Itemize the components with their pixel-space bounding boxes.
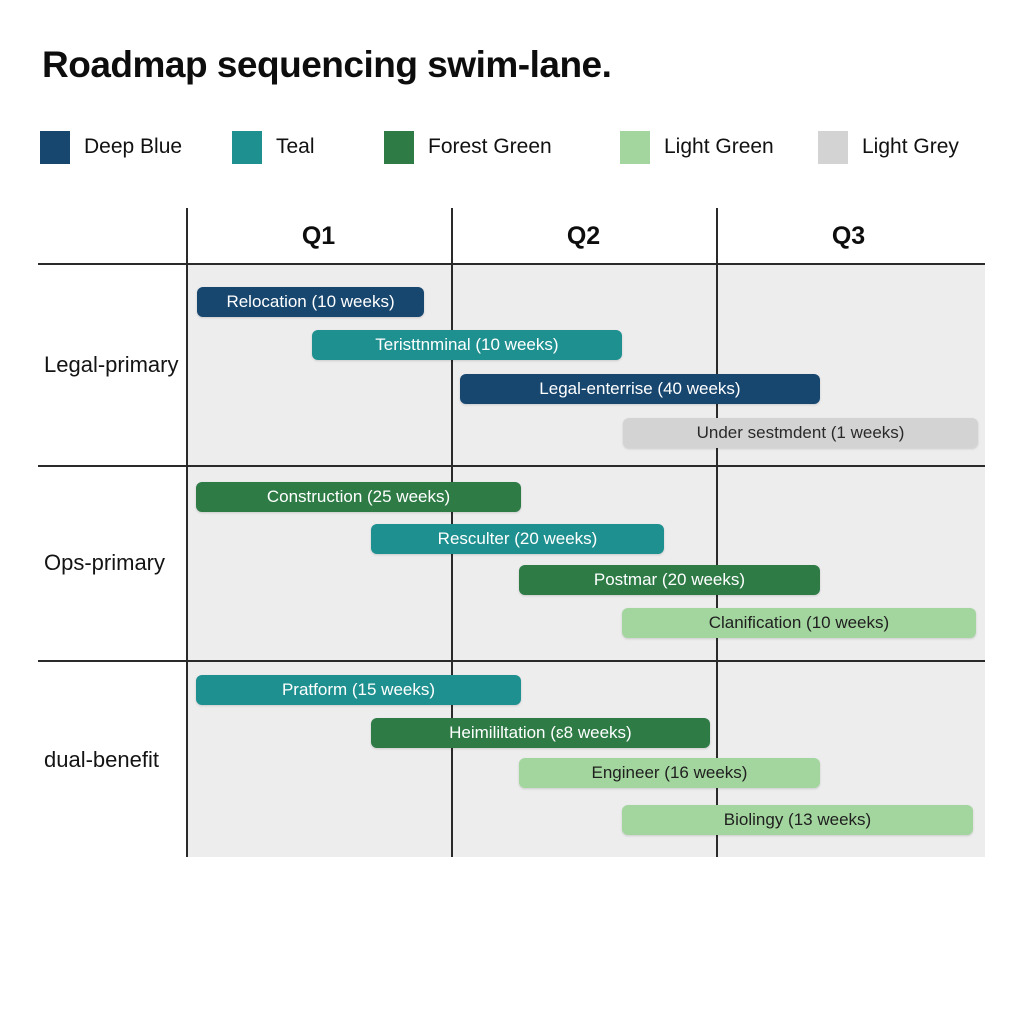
task-bar-clanification: Clanification (10 weeks) bbox=[621, 608, 976, 638]
task-bar-label: Legal-enterrise (40 weeks) bbox=[539, 379, 741, 398]
task-bar-pratform: Pratform (15 weeks) bbox=[196, 675, 521, 705]
task-bar-label: Teristtnminal (10 weeks) bbox=[375, 335, 559, 354]
lane-separator-line-2 bbox=[38, 660, 985, 662]
task-bar-resculter: Resculter (20 weeks) bbox=[370, 524, 665, 554]
legend-swatch-deep_blue bbox=[40, 130, 70, 164]
gridline-vertical-1 bbox=[186, 208, 188, 857]
task-bar-biolingy: Biolingy (13 weeks) bbox=[621, 805, 974, 835]
legend-item-light_grey: Light Grey bbox=[818, 130, 959, 164]
task-bar-engineer: Engineer (16 weeks) bbox=[519, 758, 820, 788]
lane-label-legal-primary: Legal-primary bbox=[44, 352, 179, 377]
header-separator-line bbox=[38, 263, 985, 265]
column-header-q3: Q3 bbox=[831, 222, 866, 250]
legend-swatch-teal bbox=[232, 130, 262, 164]
column-header-q1: Q1 bbox=[301, 222, 336, 250]
legend-label-light_green: Light Green bbox=[664, 135, 774, 158]
legend-item-forest_green: Forest Green bbox=[384, 130, 552, 164]
task-bar-label: Relocation (10 weeks) bbox=[226, 292, 395, 311]
task-bar-legal-enterrise: Legal-enterrise (40 weeks) bbox=[460, 374, 820, 404]
task-bar-label: Postmar (20 weeks) bbox=[593, 570, 746, 589]
legend-item-light_green: Light Green bbox=[620, 130, 774, 164]
page-title: Roadmap sequencing swim-lane. bbox=[42, 44, 612, 85]
lane-label-dual-benefit: dual-benefit bbox=[44, 747, 159, 772]
task-bar-under-sestmdent: Under sestmdent (1 weeks) bbox=[622, 418, 979, 448]
lane-label-ops-primary: Ops-primary bbox=[44, 550, 166, 575]
task-bar-label: Clanification (10 weeks) bbox=[708, 613, 890, 632]
task-bar-teristtnminal: Teristtnminal (10 weeks) bbox=[311, 330, 622, 360]
task-bar-relocation: Relocation (10 weeks) bbox=[196, 287, 425, 317]
legend-swatch-light_grey bbox=[818, 130, 848, 164]
task-bar-label: Construction (25 weeks) bbox=[266, 487, 451, 506]
legend-swatch-light_green bbox=[620, 130, 650, 164]
task-bar-label: Resculter (20 weeks) bbox=[437, 529, 598, 548]
legend-swatch-forest_green bbox=[384, 130, 414, 164]
legend-label-teal: Teal bbox=[276, 135, 315, 158]
legend-label-forest_green: Forest Green bbox=[428, 135, 552, 158]
task-bar-construction: Construction (25 weeks) bbox=[196, 482, 521, 512]
legend-item-teal: Teal bbox=[232, 130, 315, 164]
task-bar-label: Engineer (16 weeks) bbox=[591, 763, 748, 782]
task-bar-heimililtation: Heimililtation (ɛ8 weeks) bbox=[370, 718, 710, 748]
lane-separator-line-1 bbox=[38, 465, 985, 467]
gridline-vertical-3 bbox=[716, 208, 718, 857]
legend-label-deep_blue: Deep Blue bbox=[84, 135, 183, 158]
task-bar-label: Pratform (15 weeks) bbox=[281, 680, 436, 699]
task-bar-label: Under sestmdent (1 weeks) bbox=[696, 423, 905, 442]
legend-item-deep_blue: Deep Blue bbox=[40, 130, 182, 164]
column-header-q2: Q2 bbox=[566, 222, 601, 250]
legend-label-light_grey: Light Grey bbox=[862, 135, 959, 158]
task-bar-postmar: Postmar (20 weeks) bbox=[519, 565, 820, 595]
task-bar-label: Biolingy (13 weeks) bbox=[723, 810, 872, 829]
task-bar-label: Heimililtation (ɛ8 weeks) bbox=[449, 723, 632, 742]
